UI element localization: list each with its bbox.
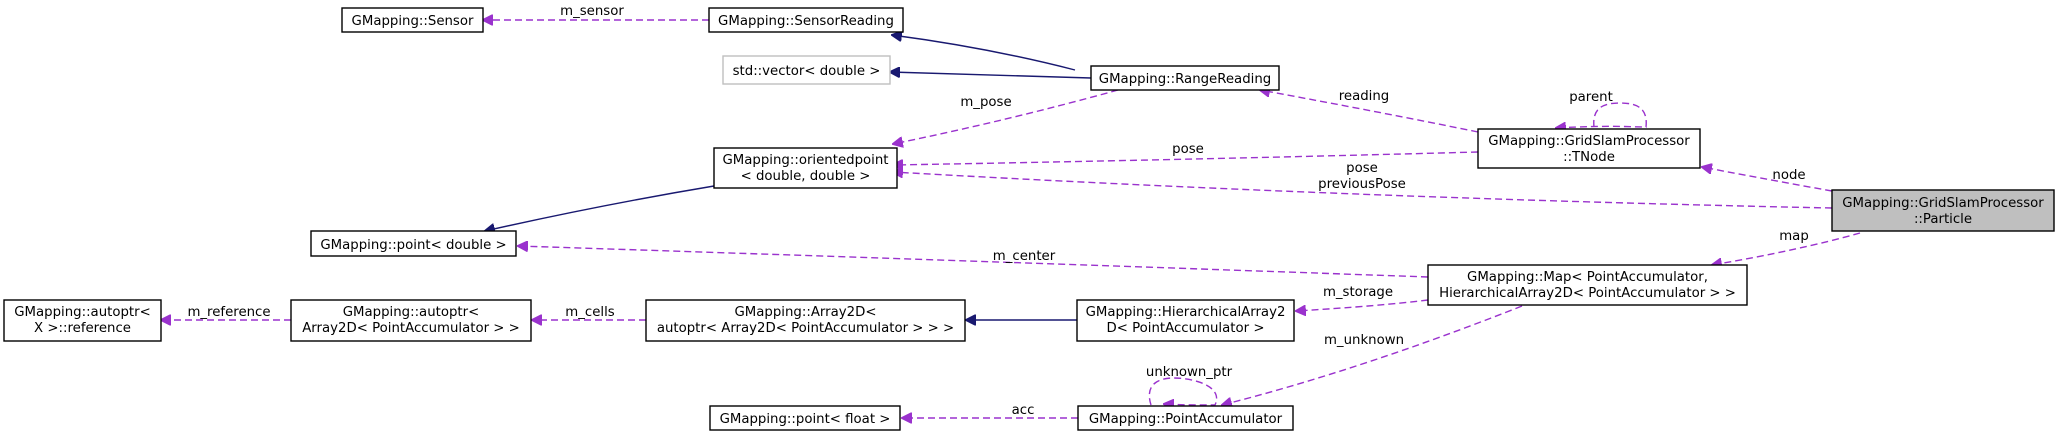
node-label-line2: < double, double >: [741, 169, 871, 184]
node-label-line1: GMapping::autoptr<: [343, 305, 480, 320]
edge-label-m-storage: m_storage: [1323, 285, 1393, 300]
node-label: GMapping::RangeReading: [1099, 72, 1271, 87]
node-label: GMapping::SensorReading: [718, 14, 894, 29]
node-autoptr-reference[interactable]: GMapping::autoptr< X >::reference: [3, 299, 162, 342]
node-label-line1: GMapping::Map< PointAccumulator,: [1467, 270, 1708, 285]
node-std-vector: std::vector< double >: [722, 55, 891, 85]
node-label-line1: GMapping::orientedpoint: [723, 153, 889, 168]
node-label: GMapping::Sensor: [352, 14, 474, 29]
edge-label-m-cells: m_cells: [565, 305, 614, 320]
node-point-float[interactable]: GMapping::point< float >: [709, 405, 901, 431]
node-label-line2: ::TNode: [1563, 150, 1615, 165]
node-array2d[interactable]: GMapping::Array2D< autoptr< Array2D< Poi…: [645, 299, 966, 342]
node-label-line2: HierarchicalArray2D< PointAccumulator > …: [1439, 286, 1736, 301]
edge-range-reading-to-std-vector: [890, 72, 1092, 79]
edge-particle-to-tnode: [1702, 167, 1833, 192]
edge-label-previous-pose: previousPose: [1318, 177, 1406, 192]
edge-label-pose: pose: [1172, 142, 1204, 157]
edge-label-parent: parent: [1569, 90, 1613, 105]
node-range-reading[interactable]: GMapping::RangeReading: [1090, 65, 1280, 91]
node-particle-selected[interactable]: GMapping::GridSlamProcessor ::Particle: [1831, 189, 2055, 232]
edge-range-reading-to-sensor-reading: [892, 35, 1076, 71]
node-tnode[interactable]: GMapping::GridSlamProcessor ::TNode: [1477, 128, 1701, 169]
node-label-line1: GMapping::Array2D<: [735, 305, 877, 320]
node-label-line2: D< PointAccumulator >: [1107, 321, 1265, 336]
node-label: std::vector< double >: [733, 64, 881, 79]
node-label-line1: GMapping::HierarchicalArray2: [1086, 305, 1286, 320]
node-sensor-reading[interactable]: GMapping::SensorReading: [708, 7, 904, 33]
node-label-line2: autoptr< Array2D< PointAccumulator > > >: [657, 321, 954, 336]
node-oriented-point[interactable]: GMapping::orientedpoint < double, double…: [713, 147, 898, 189]
edge-label-m-unknown: m_unknown: [1324, 333, 1404, 348]
edge-label-m-pose: m_pose: [960, 95, 1011, 110]
edge-label-m-center: m_center: [993, 249, 1056, 264]
node-label-line1: GMapping::GridSlamProcessor: [1488, 134, 1690, 149]
node-point-double[interactable]: GMapping::point< double >: [310, 230, 517, 257]
node-label: GMapping::point< float >: [720, 412, 891, 427]
node-label-line2: ::Particle: [1914, 212, 1972, 227]
edge-oriented-point-to-point-double: [485, 185, 715, 231]
edge-label-pose-line1: pose: [1346, 161, 1378, 176]
node-point-accumulator[interactable]: GMapping::PointAccumulator: [1077, 405, 1294, 431]
edge-point-acc-self-unknown-ptr: [1148, 377, 1218, 405]
edge-label-m-sensor: m_sensor: [560, 4, 624, 19]
node-autoptr-array2d[interactable]: GMapping::autoptr< Array2D< PointAccumul…: [290, 299, 532, 342]
node-hierarchical-array2d[interactable]: GMapping::HierarchicalArray2 D< PointAcc…: [1076, 299, 1295, 342]
edges: [161, 20, 1861, 418]
nodes: GMapping::Sensor GMapping::SensorReading…: [3, 7, 2055, 431]
node-label: GMapping::point< double >: [320, 238, 506, 253]
edge-label-reading: reading: [1339, 89, 1390, 104]
edge-label-map: map: [1779, 229, 1809, 244]
node-label-line2: X >::reference: [34, 321, 131, 336]
node-label-line2: Array2D< PointAccumulator > >: [302, 321, 520, 336]
node-map[interactable]: GMapping::Map< PointAccumulator, Hierarc…: [1427, 264, 1748, 306]
edge-labels: m_sensor m_pose reading parent pose pose…: [187, 4, 1808, 418]
node-label: GMapping::PointAccumulator: [1089, 412, 1283, 427]
edge-range-reading-to-oriented-point: [893, 89, 1119, 144]
edge-label-m-reference: m_reference: [187, 305, 270, 320]
edge-map-to-point-acc: [1222, 305, 1523, 405]
node-label-line1: GMapping::autoptr<: [14, 305, 151, 320]
node-label-line1: GMapping::GridSlamProcessor: [1842, 196, 2044, 211]
edge-label-acc: acc: [1012, 403, 1035, 418]
edge-tnode-self-parent: [1556, 102, 1647, 128]
edge-tnode-to-range-reading: [1260, 90, 1479, 133]
edge-tnode-to-oriented-point: [893, 151, 1479, 165]
edge-label-node: node: [1772, 168, 1805, 183]
edge-map-to-point-double: [518, 246, 1429, 278]
edge-map-to-hier-array: [1296, 299, 1429, 311]
edge-particle-to-oriented-point: [893, 172, 1833, 209]
edge-particle-to-map: [1712, 232, 1861, 265]
node-sensor[interactable]: GMapping::Sensor: [341, 7, 484, 33]
edge-label-unknown-ptr: unknown_ptr: [1146, 365, 1233, 380]
